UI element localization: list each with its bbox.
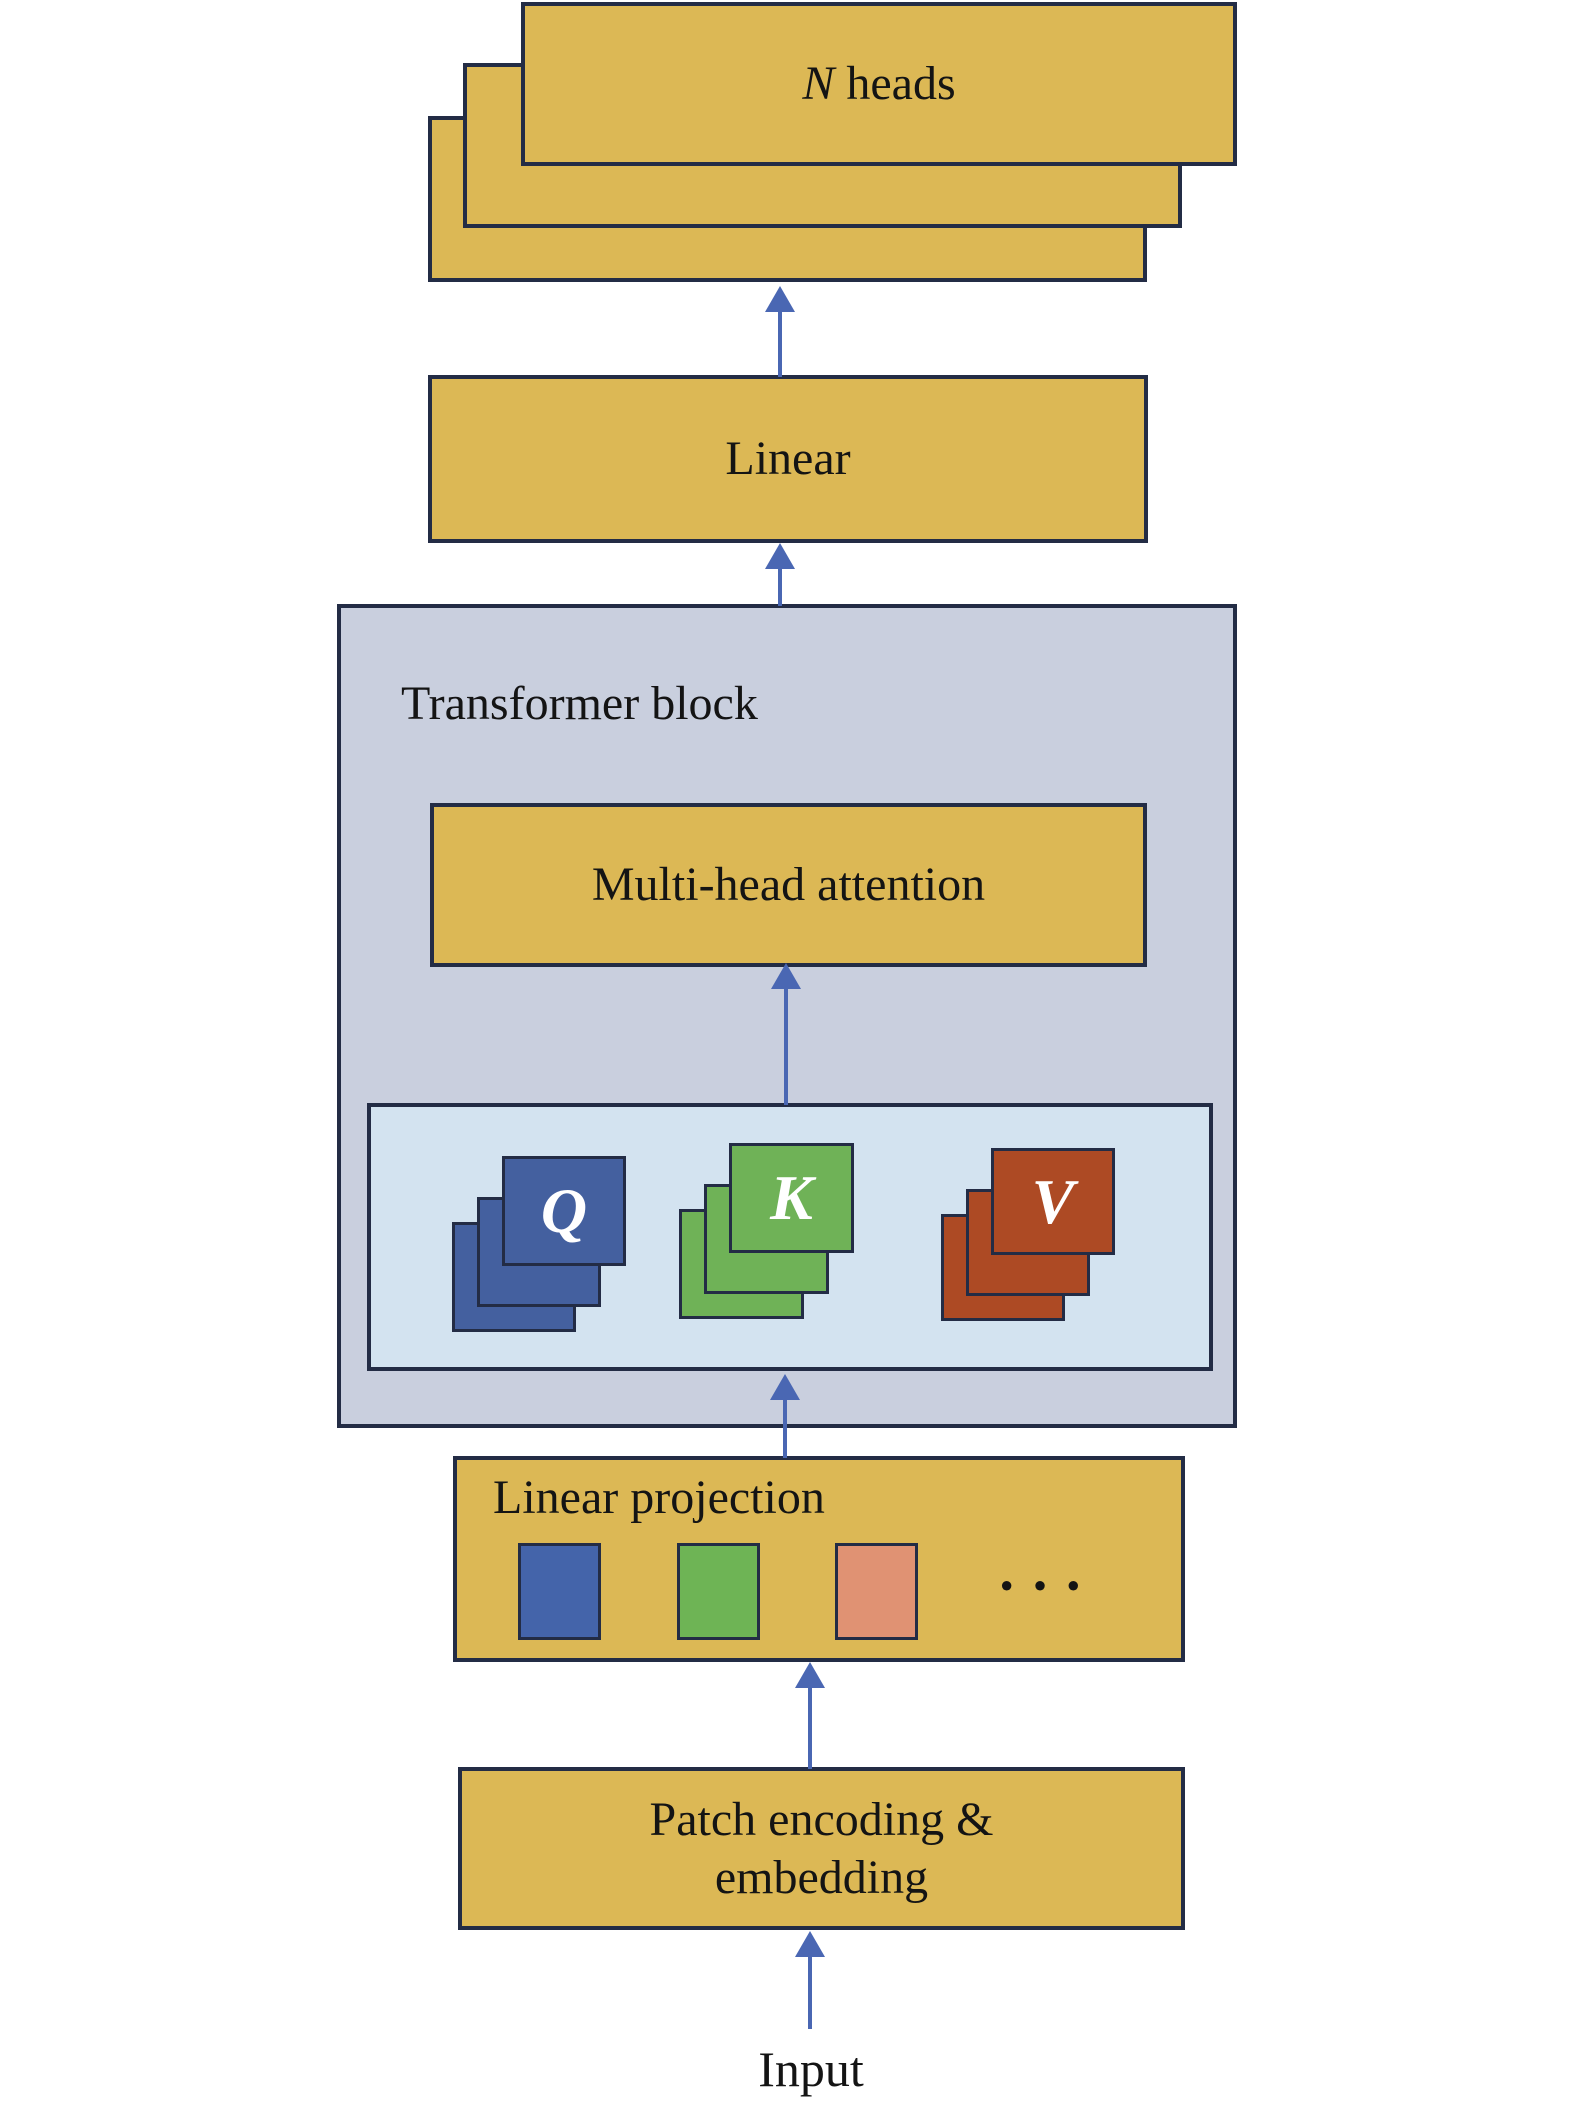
linear-projection-box: Linear projection ···	[453, 1456, 1185, 1662]
n-heads-stack-card-front: N heads	[521, 2, 1237, 166]
q-card-front: Q	[502, 1156, 626, 1266]
transformer-block-label: Transformer block	[401, 677, 758, 730]
multi-head-attention-label: Multi-head attention	[591, 858, 986, 912]
patch-encoding-label-line2: embedding	[714, 1850, 929, 1904]
arrow-projection-to-qkv	[770, 1374, 800, 1458]
ellipsis-dots: ···	[996, 1553, 1098, 1618]
k-card-front: K	[729, 1143, 854, 1253]
n-heads-label-text: heads	[834, 57, 956, 111]
k-letter: K	[770, 1162, 813, 1233]
arrow-transformer-to-linear	[765, 543, 795, 606]
v-letter: V	[1031, 1165, 1075, 1237]
n-heads-label: N heads	[802, 55, 955, 113]
q-letter: Q	[540, 1175, 588, 1246]
v-card-front: V	[991, 1148, 1115, 1255]
linear-projection-label: Linear projection	[493, 1471, 825, 1524]
linear-label: Linear	[725, 432, 851, 486]
patch-token-green	[677, 1543, 760, 1640]
patch-token-salmon	[835, 1543, 918, 1640]
patch-token-blue	[518, 1543, 601, 1640]
patch-encoding-label-line1: Patch encoding &	[649, 1792, 994, 1846]
n-heads-label-n: N	[802, 57, 835, 111]
patch-encoding-box: Patch encoding & embedding	[458, 1767, 1185, 1930]
input-label: Input	[758, 2041, 864, 2097]
linear-box: Linear	[428, 375, 1148, 543]
arrow-input-to-patch	[795, 1931, 825, 2029]
arrow-qkv-to-attention	[771, 963, 801, 1105]
arrow-linear-to-heads	[765, 286, 795, 377]
multi-head-attention-box: Multi-head attention	[430, 803, 1147, 967]
arrow-patch-to-projection	[795, 1662, 825, 1769]
